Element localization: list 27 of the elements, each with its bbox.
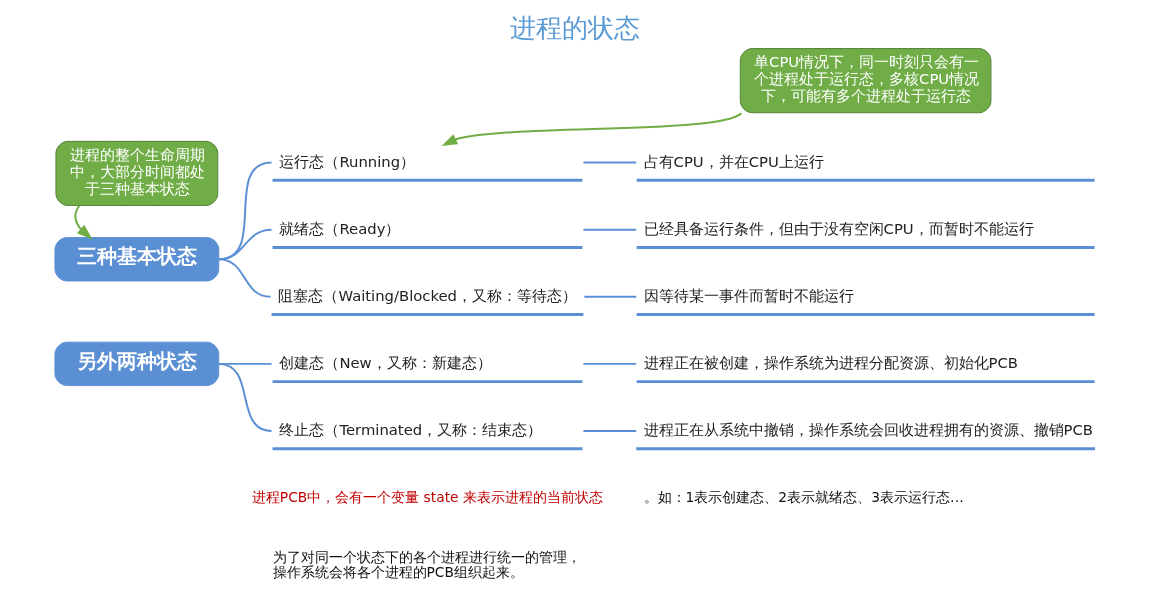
node-text: 运行态（Running） (279, 152, 416, 170)
diagram-title: 进程的状态 (509, 12, 640, 43)
node-text: 终止态（Terminated，又称：结束态） (279, 420, 543, 438)
connector (582, 362, 638, 365)
connector (217, 258, 272, 298)
connector (582, 430, 638, 432)
node-text: 进程正在从系统中撤销，操作系统会回收进程拥有的资源、撤销PCB (643, 420, 1093, 438)
node-box: 三种基本状态 (54, 237, 220, 282)
node-text: 就绪态（Ready） (279, 219, 401, 237)
node-text: 因等待某一事件而暂时不能运行 (643, 286, 854, 304)
node-text: 占有CPU，并在CPU上运行 (643, 152, 824, 170)
node-box: 进程的整个生命周期中，大部分时间都处于三种基本状态 (55, 140, 219, 206)
node-box: 单CPU情况下，同一时刻只会有一个进程处于运行态，多核CPU情况下，可能有多个进程处于运行态 (739, 48, 992, 114)
label: 为了对同一个状态下的各个进程进行统一的管理，操作系统会将各个进程的PCB组织起来。 (272, 549, 581, 581)
node-text: 阻塞态（Waiting/Blocked，又称：等待态） (278, 286, 577, 304)
node-text: 进程正在被创建，操作系统为进程分配资源、初始化PCB (643, 353, 1018, 371)
arrow (74, 204, 93, 240)
connector (583, 295, 638, 298)
node-text: 创建态（New，又称：新建态） (279, 353, 492, 371)
node-box: 另外两种状态 (54, 341, 220, 387)
label: 。如：1表示创建态、2表示就绪态、3表示运行态… (643, 489, 964, 506)
arrow (441, 112, 743, 147)
label: 进程PCB中，会有一个变量 state 来表示进程的当前状态 (251, 489, 603, 506)
connector (582, 228, 638, 231)
connector (582, 161, 638, 164)
node-text: 已经具备运行条件，但由于没有空闲CPU，而暂时不能运行 (643, 219, 1034, 237)
connector (217, 362, 273, 432)
